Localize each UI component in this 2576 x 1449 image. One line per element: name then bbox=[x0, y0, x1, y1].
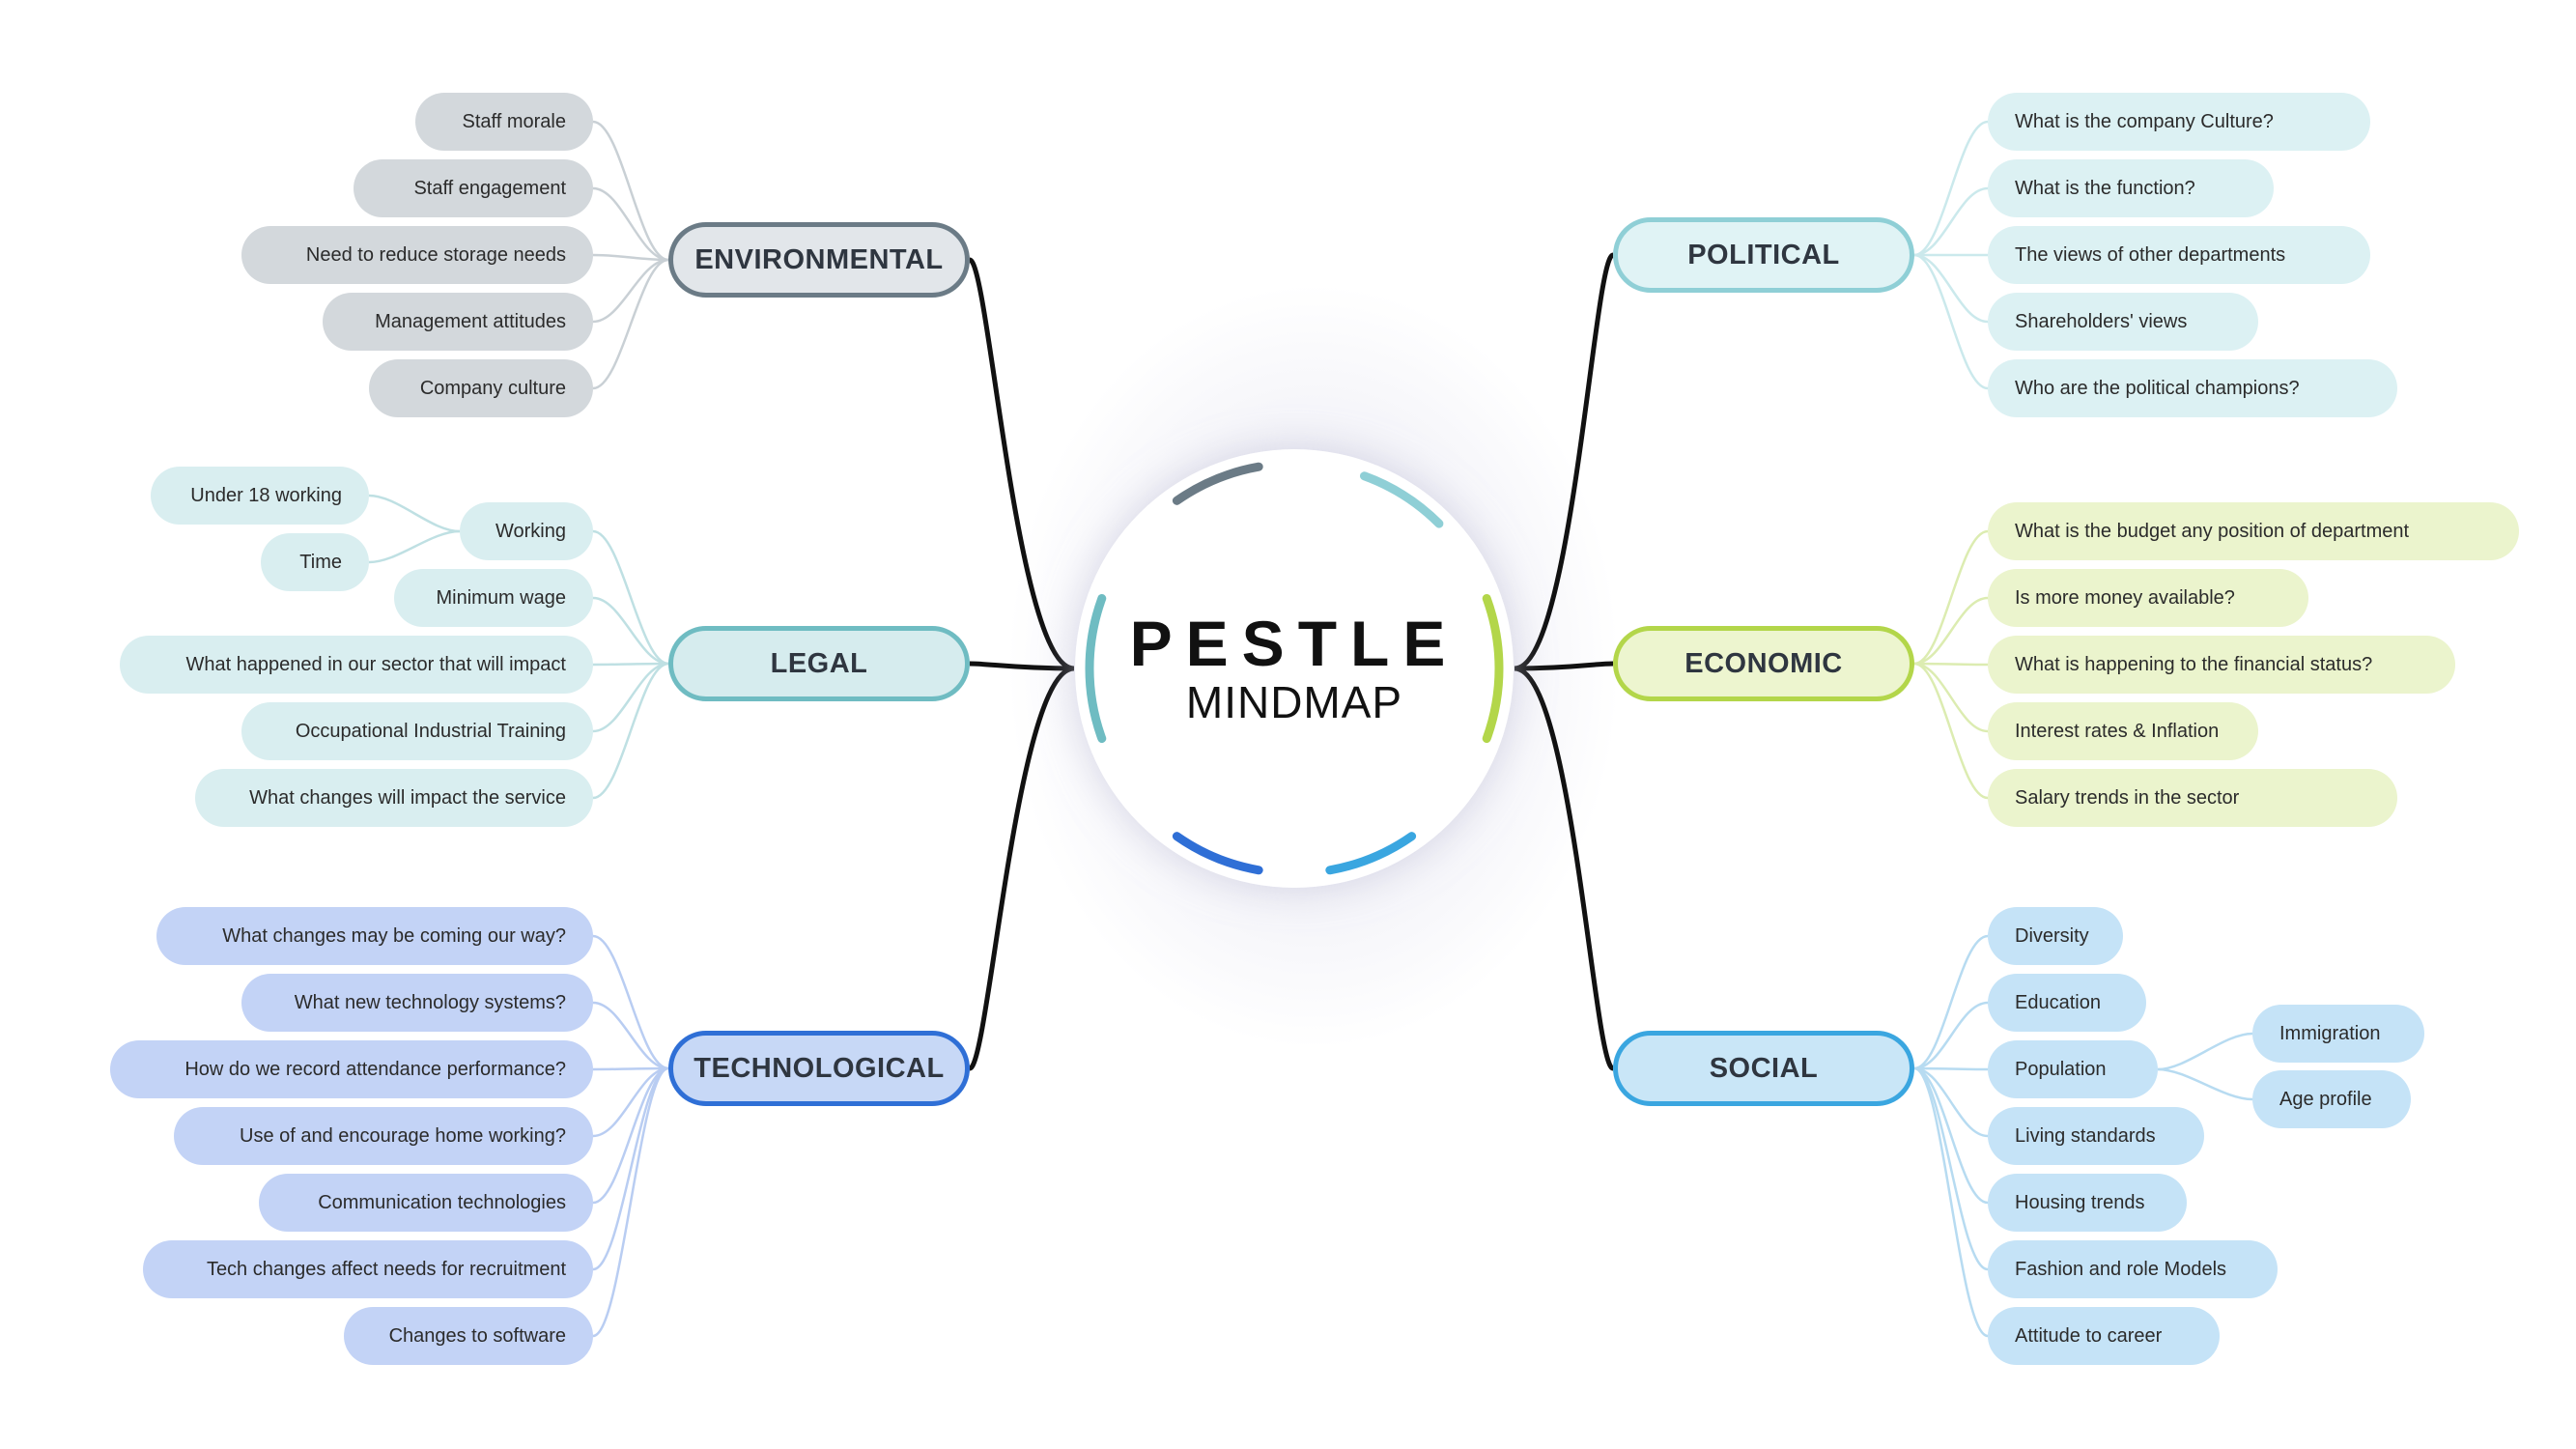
environmental-leaf[interactable]: Management attitudes bbox=[323, 293, 593, 351]
economic-leaf-connector bbox=[1913, 596, 1989, 666]
social-leaf[interactable]: Attitude to career bbox=[1988, 1307, 2220, 1365]
social-leaf-connector bbox=[1913, 1066, 1989, 1071]
legal-leaf-connector bbox=[592, 662, 669, 800]
branch-economic[interactable]: ECONOMIC bbox=[1613, 626, 1914, 701]
political-leaf-connector bbox=[1913, 253, 1989, 324]
social-leaf-connector bbox=[1913, 1066, 1989, 1271]
branch-environmental[interactable]: ENVIRONMENTAL bbox=[668, 222, 970, 298]
economic-leaf[interactable]: Salary trends in the sector bbox=[1988, 769, 2397, 827]
technological-leaf-connector bbox=[592, 1066, 669, 1338]
technological-leaf-connector bbox=[592, 1066, 669, 1271]
environmental-leaf[interactable]: Staff engagement bbox=[354, 159, 593, 217]
social-leaf-connector bbox=[1913, 934, 1989, 1070]
technological-leaf-connector bbox=[592, 934, 669, 1070]
political-leaf-connector bbox=[1913, 253, 1989, 390]
social-leaf[interactable]: Population bbox=[1988, 1040, 2158, 1098]
political-leaf[interactable]: Who are the political champions? bbox=[1988, 359, 2397, 417]
legal-subleaf-connector bbox=[368, 494, 461, 533]
political-leaf-connector bbox=[1913, 120, 1989, 257]
technological-leaf-connector bbox=[592, 1066, 669, 1138]
economic-leaf-connector bbox=[1913, 662, 1989, 800]
social-leaf-connector bbox=[1913, 1001, 1989, 1070]
social-leaf[interactable]: Fashion and role Models bbox=[1988, 1240, 2278, 1298]
environmental-leaf-connector bbox=[592, 258, 669, 324]
social-leaf-connector bbox=[1913, 1066, 1989, 1138]
economic-main-connector bbox=[1514, 661, 1614, 671]
environmental-leaf-connector bbox=[592, 186, 669, 262]
social-leaf[interactable]: Living standards bbox=[1988, 1107, 2204, 1165]
ring-arc bbox=[1360, 471, 1444, 528]
technological-leaf[interactable]: Tech changes affect needs for recruitmen… bbox=[143, 1240, 593, 1298]
ring-arc bbox=[1482, 593, 1504, 744]
political-leaf[interactable]: What is the function? bbox=[1988, 159, 2274, 217]
legal-subleaf-connector bbox=[368, 529, 461, 564]
legal-leaf-connector bbox=[592, 662, 669, 667]
social-subleaf[interactable]: Age profile bbox=[2252, 1070, 2411, 1128]
center-title: PESTLE bbox=[1129, 608, 1459, 679]
social-leaf[interactable]: Diversity bbox=[1988, 907, 2123, 965]
social-subleaf-connector bbox=[2157, 1067, 2253, 1101]
legal-leaf-connector bbox=[592, 529, 669, 666]
social-main-connector bbox=[1514, 666, 1616, 1071]
social-leaf-connector bbox=[1913, 1066, 1989, 1205]
economic-leaf-connector bbox=[1913, 662, 1989, 733]
technological-leaf-connector bbox=[592, 1001, 669, 1070]
legal-leaf-connector bbox=[592, 596, 669, 666]
legal-leaf[interactable]: Minimum wage bbox=[394, 569, 593, 627]
environmental-leaf[interactable]: Company culture bbox=[369, 359, 593, 417]
technological-leaf-connector bbox=[592, 1066, 669, 1071]
economic-leaf[interactable]: What is happening to the financial statu… bbox=[1988, 636, 2455, 694]
environmental-leaf-connector bbox=[592, 258, 669, 390]
technological-leaf[interactable]: Communication technologies bbox=[259, 1174, 593, 1232]
center-subtitle: MINDMAP bbox=[1185, 677, 1403, 727]
technological-leaf[interactable]: Use of and encourage home working? bbox=[174, 1107, 593, 1165]
technological-leaf[interactable]: How do we record attendance performance? bbox=[110, 1040, 593, 1098]
legal-leaf[interactable]: Occupational Industrial Training bbox=[241, 702, 593, 760]
technological-leaf[interactable]: What new technology systems? bbox=[241, 974, 593, 1032]
branch-social[interactable]: SOCIAL bbox=[1613, 1031, 1914, 1106]
economic-leaf-connector bbox=[1913, 529, 1989, 666]
ring-arc bbox=[1325, 832, 1417, 875]
economic-leaf[interactable]: Interest rates & Inflation bbox=[1988, 702, 2258, 760]
technological-leaf-connector bbox=[592, 1066, 669, 1205]
economic-leaf-connector bbox=[1913, 662, 1989, 667]
political-leaf[interactable]: What is the company Culture? bbox=[1988, 93, 2370, 151]
branch-legal[interactable]: LEGAL bbox=[668, 626, 970, 701]
social-subleaf-connector bbox=[2157, 1032, 2253, 1071]
political-leaf[interactable]: The views of other departments bbox=[1988, 226, 2370, 284]
technological-leaf[interactable]: Changes to software bbox=[344, 1307, 593, 1365]
branch-political[interactable]: POLITICAL bbox=[1613, 217, 1914, 293]
legal-main-connector bbox=[969, 661, 1075, 671]
technological-leaf[interactable]: What changes may be coming our way? bbox=[156, 907, 593, 965]
branch-technological[interactable]: TECHNOLOGICAL bbox=[668, 1031, 970, 1106]
social-leaf[interactable]: Housing trends bbox=[1988, 1174, 2187, 1232]
legal-leaf[interactable]: Working bbox=[460, 502, 593, 560]
economic-leaf[interactable]: Is more money available? bbox=[1988, 569, 2308, 627]
social-leaf[interactable]: Education bbox=[1988, 974, 2146, 1032]
legal-leaf[interactable]: What happened in our sector that will im… bbox=[120, 636, 593, 694]
environmental-leaf[interactable]: Need to reduce storage needs bbox=[241, 226, 593, 284]
legal-leaf[interactable]: What changes will impact the service bbox=[195, 769, 593, 827]
technological-main-connector bbox=[967, 666, 1075, 1071]
social-subleaf[interactable]: Immigration bbox=[2252, 1005, 2424, 1063]
economic-leaf[interactable]: What is the budget any position of depar… bbox=[1988, 502, 2519, 560]
environmental-leaf-connector bbox=[592, 253, 669, 262]
ring-arc bbox=[1172, 462, 1263, 505]
political-main-connector bbox=[1514, 252, 1616, 671]
political-leaf-connector bbox=[1913, 186, 1989, 257]
environmental-leaf[interactable]: Staff morale bbox=[415, 93, 593, 151]
legal-subleaf[interactable]: Under 18 working bbox=[151, 467, 369, 525]
ring-arc bbox=[1172, 832, 1263, 875]
legal-subleaf[interactable]: Time bbox=[261, 533, 369, 591]
political-leaf[interactable]: Shareholders' views bbox=[1988, 293, 2258, 351]
ring-arc bbox=[1085, 593, 1107, 744]
environmental-leaf-connector bbox=[592, 120, 669, 262]
social-leaf-connector bbox=[1913, 1066, 1989, 1338]
environmental-main-connector bbox=[967, 257, 1075, 671]
legal-leaf-connector bbox=[592, 662, 669, 733]
